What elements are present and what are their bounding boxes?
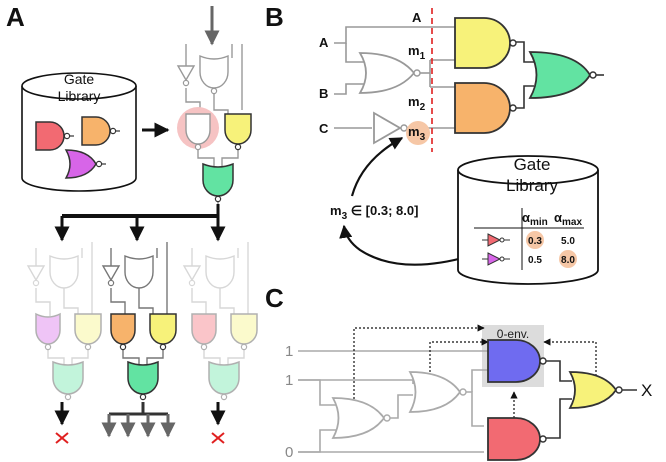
cut-label-m1: m1 [408, 43, 426, 62]
panel-b-grey-nor-gate [358, 52, 421, 94]
zero-env-label: 0-env. [497, 327, 529, 341]
gate-library-a-line2: Library [58, 88, 101, 104]
input-label-1b: 1 [285, 372, 293, 389]
table-cell-min: 0.5 [528, 255, 542, 266]
gate-library-cylinder-b: Gate Library αmin αmax 0.3 5.0 [457, 155, 599, 285]
panel-c-dotted-arrows [353, 324, 597, 418]
table-header-alpha-max: αmax [554, 210, 582, 228]
table-row-red-inverter: 0.3 5.0 [482, 231, 575, 249]
input-label-1a: 1 [285, 343, 293, 360]
panel-b: B A B C [265, 2, 604, 285]
gate-library-cylinder-a: Gate Library [21, 71, 137, 192]
input-label-0: 0 [285, 444, 293, 461]
table-header-alpha-min: αmin [522, 210, 548, 228]
arrow-library-to-range [339, 224, 471, 266]
m3-range-text: m3 ∈ [0.3; 8.0] [330, 203, 418, 222]
table-cell-max: 8.0 [561, 255, 575, 266]
top-circuit [176, 6, 252, 214]
cut-label-m3: m3 [408, 124, 426, 143]
panel-a-label: A [6, 2, 25, 32]
variant-left-faded [26, 242, 102, 401]
rejected-left-x-icon [55, 432, 69, 444]
variant-middle [101, 242, 177, 401]
panel-a: A Gate Library [6, 2, 258, 444]
rejected-right-x-icon [211, 432, 225, 444]
variant-splitter [54, 204, 226, 242]
purple-inverter-icon [487, 252, 502, 266]
panel-c-grey-nor-gate-2 [408, 371, 467, 413]
panel-c-yellow-nor-gate [568, 371, 623, 409]
panel-b-yellow-nand-gate [454, 17, 517, 69]
table-row-purple-inverter: 0.5 8.0 [482, 250, 577, 268]
accepted-fanout-arrows [101, 402, 176, 438]
panel-c-wires [298, 350, 488, 453]
variant-outcomes [54, 402, 226, 444]
cut-label-a: A [412, 10, 422, 25]
gate-library-b-line2: Library [506, 176, 558, 195]
top-grey-nor-gate [199, 54, 229, 95]
panel-b-grey-inverter [373, 111, 408, 145]
output-x-label: X [641, 381, 652, 400]
red-inverter-icon [487, 233, 502, 247]
table-cell-min: 0.3 [528, 236, 542, 247]
library-orange-nand-gate [81, 116, 120, 146]
input-b-label: B [319, 86, 328, 101]
gate-library-b-line1: Gate [514, 155, 551, 174]
panel-c: C 1 1 0 0-env. [265, 283, 652, 461]
panel-c-label: C [265, 283, 284, 313]
panel-c-grey-nor-gate-1 [331, 397, 391, 439]
arrow-range-to-m3 [350, 137, 404, 197]
library-purple-nor-gate [64, 149, 106, 179]
m3-highlight [406, 121, 430, 145]
table-cell-max: 5.0 [561, 236, 575, 247]
library-red-nand-gate [35, 121, 74, 151]
top-grey-inverter [176, 65, 196, 87]
input-c-label: C [319, 121, 329, 136]
library-alpha-table: αmin αmax 0.3 5.0 [474, 208, 584, 270]
panel-b-orange-nand-gate [454, 82, 517, 134]
panel-c-blue-nand-gate [487, 339, 547, 383]
input-a-label: A [319, 35, 329, 50]
top-green-nor-gate [202, 162, 234, 203]
panel-b-green-nor-gate [528, 51, 597, 99]
variant-right-faded [182, 242, 258, 401]
panel-c-red-nand-gate [487, 417, 547, 461]
top-yellow-nand-gate [224, 113, 252, 151]
cut-label-m2: m2 [408, 94, 426, 113]
highlighted-grey-nand-gate [185, 113, 211, 151]
panel-b-label: B [265, 2, 284, 32]
gate-library-a-line1: Gate [64, 71, 95, 87]
